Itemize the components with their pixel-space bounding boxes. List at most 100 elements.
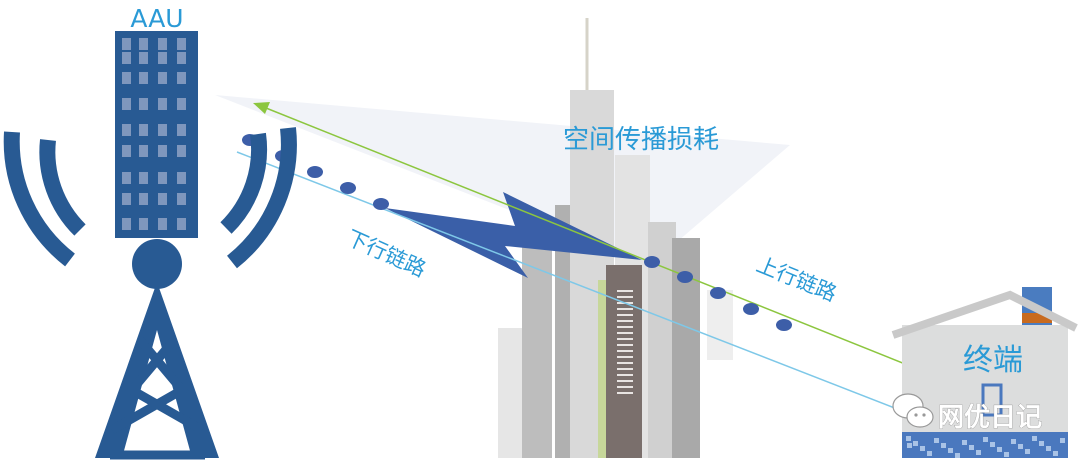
- aau-window: [158, 72, 167, 84]
- aau-window: [177, 38, 186, 50]
- building-window: [617, 344, 633, 346]
- house-tile: [934, 438, 939, 443]
- uplink-label: 上行链路: [753, 252, 840, 306]
- building-window: [617, 296, 633, 298]
- signal-dot: [776, 319, 792, 331]
- building-window: [617, 362, 633, 364]
- aau-label: AAU: [130, 4, 183, 33]
- signal-dot: [743, 303, 759, 315]
- aau-window: [122, 145, 131, 157]
- building-window: [617, 290, 633, 292]
- aau-window: [139, 72, 148, 84]
- signal-dot: [710, 287, 726, 299]
- aau-window: [139, 193, 148, 205]
- building-window: [617, 386, 633, 388]
- aau-window: [177, 124, 186, 136]
- aau-window: [122, 124, 131, 136]
- building-window: [617, 332, 633, 334]
- signal-dot: [340, 182, 356, 194]
- door: [981, 383, 1003, 417]
- radio-waves-right-icon: [220, 127, 297, 269]
- building-window: [617, 374, 633, 376]
- building-window: [617, 338, 633, 340]
- house-tile: [955, 453, 960, 458]
- aau-window: [122, 172, 131, 184]
- radio-waves-left-icon: [3, 131, 86, 267]
- house-tile: [913, 441, 918, 446]
- building-window: [617, 392, 633, 394]
- house-tile: [1025, 449, 1030, 454]
- aau-window: [139, 124, 148, 136]
- house-tile: [906, 436, 911, 441]
- aau-window: [158, 145, 167, 157]
- building-window: [617, 350, 633, 352]
- aau-window: [122, 38, 131, 50]
- house-tile: [920, 446, 925, 451]
- aau-window: [139, 172, 148, 184]
- aau-tower: [3, 31, 297, 460]
- signal-dot: [307, 166, 323, 178]
- house-tile: [927, 451, 932, 456]
- aau-window: [158, 38, 167, 50]
- uplink-arrow-icon: [253, 102, 270, 114]
- aau-window: [158, 172, 167, 184]
- house-tile: [1004, 452, 1009, 457]
- signal-dot: [677, 271, 693, 283]
- aau-window: [177, 218, 186, 230]
- house-tile: [1011, 439, 1016, 444]
- downlink-label: 下行链路: [343, 226, 429, 282]
- house-tile: [1060, 438, 1065, 443]
- terminal-label: 终端: [963, 343, 1023, 378]
- aau-window: [158, 193, 167, 205]
- house-tile: [969, 445, 974, 450]
- aau-window: [177, 52, 186, 64]
- building-window: [617, 326, 633, 328]
- aau-window: [139, 98, 148, 110]
- aau-window: [177, 145, 186, 157]
- building-window: [617, 314, 633, 316]
- aau-window: [177, 193, 186, 205]
- aau-window: [122, 72, 131, 84]
- building-window: [617, 356, 633, 358]
- house-tile: [1046, 446, 1051, 451]
- house-tile: [990, 442, 995, 447]
- aau-window: [158, 218, 167, 230]
- signal-dot: [373, 198, 389, 210]
- aau-window: [158, 124, 167, 136]
- signal-dot: [644, 256, 660, 268]
- aau-window: [139, 218, 148, 230]
- aau-window: [139, 52, 148, 64]
- interference-bolt-icon: [385, 192, 642, 278]
- aau-window: [122, 218, 131, 230]
- aau-window: [177, 98, 186, 110]
- aau-window: [122, 193, 131, 205]
- house-tile: [1032, 436, 1037, 441]
- aau-window: [139, 145, 148, 157]
- house-tile: [997, 447, 1002, 452]
- downlink-line: [236, 151, 906, 413]
- house-tile: [1053, 451, 1058, 456]
- house-tile: [941, 443, 946, 448]
- aau-window: [139, 38, 148, 50]
- building-window: [617, 320, 633, 322]
- aau-window: [158, 98, 167, 110]
- building-window: [617, 368, 633, 370]
- path-loss-label: 空间传播损耗: [563, 125, 719, 155]
- house-tile: [907, 443, 912, 448]
- aau-window: [122, 98, 131, 110]
- house-tile: [1018, 444, 1023, 449]
- house-tile: [976, 450, 981, 455]
- aau-window: [177, 72, 186, 84]
- wechat-icon: [892, 393, 934, 428]
- house-tile: [948, 448, 953, 453]
- aau-window: [177, 172, 186, 184]
- aau-window: [122, 52, 131, 64]
- house-tile: [983, 437, 988, 442]
- building-window: [617, 308, 633, 310]
- terminal-house: [891, 287, 1078, 458]
- house-tile: [962, 440, 967, 445]
- house-tile: [1039, 441, 1044, 446]
- aau-window: [158, 52, 167, 64]
- building-window: [617, 380, 633, 382]
